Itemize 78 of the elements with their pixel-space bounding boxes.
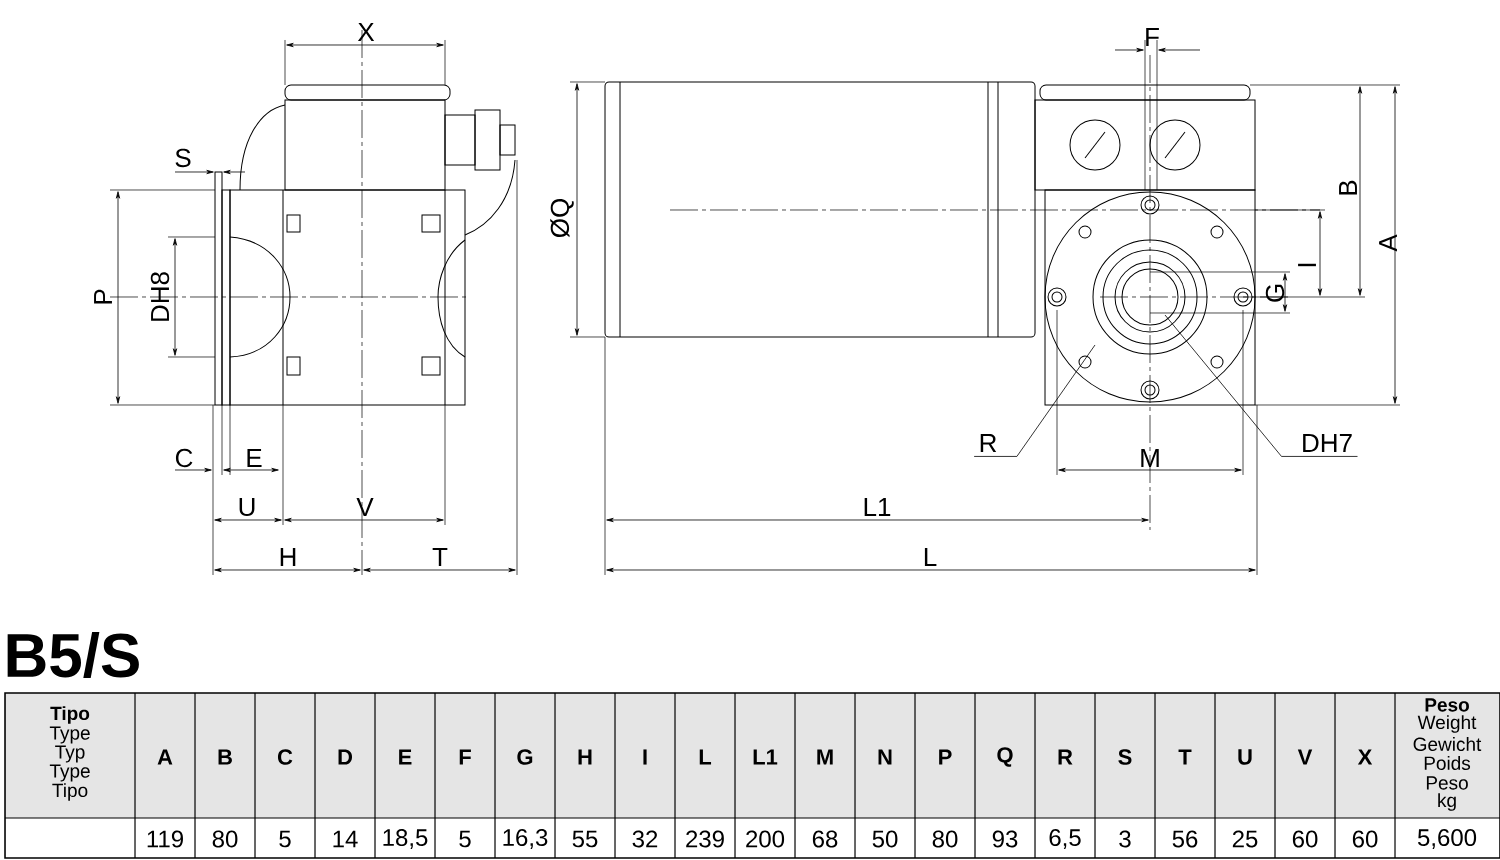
table-header: V bbox=[1297, 749, 1313, 765]
dimension-label: P bbox=[94, 289, 112, 304]
leader-line bbox=[1164, 314, 1358, 457]
table-header: U bbox=[1238, 749, 1252, 765]
table-header: Type bbox=[49, 764, 90, 782]
dimension-label: DH7 bbox=[1303, 434, 1352, 452]
table-header: L bbox=[699, 749, 712, 765]
table-header: E bbox=[399, 749, 412, 765]
table-cell: 25 bbox=[1232, 830, 1258, 848]
dimension-label: B bbox=[1339, 180, 1357, 195]
dimension-label: E bbox=[247, 449, 262, 467]
table-header: Gewicht bbox=[1413, 737, 1482, 751]
dimension-label: S bbox=[175, 148, 191, 168]
table-cell: 6,5 bbox=[1049, 829, 1081, 849]
dimension-label: F bbox=[1146, 28, 1159, 46]
heading: B5/S bbox=[7, 631, 139, 679]
table-header: Tipo bbox=[52, 783, 88, 801]
dimension-label: I bbox=[1298, 263, 1316, 267]
dimension-label: H bbox=[280, 548, 296, 566]
table-header: A bbox=[157, 749, 173, 765]
table-cell: 93 bbox=[992, 830, 1018, 848]
table-cell: 18,5 bbox=[383, 829, 428, 849]
leader-line bbox=[973, 344, 1096, 457]
table-cell: 239 bbox=[686, 830, 724, 848]
dimension-label: L bbox=[924, 548, 937, 566]
table-header: C bbox=[277, 749, 293, 765]
dimension-label: DH8 bbox=[150, 272, 170, 321]
table-header: D bbox=[338, 749, 353, 765]
table-header: Peso bbox=[1426, 776, 1468, 790]
dimension-label: U bbox=[239, 497, 255, 517]
table-cell: 50 bbox=[872, 830, 898, 848]
table-cell: 55 bbox=[572, 830, 598, 848]
dimension-label: G bbox=[1265, 284, 1285, 302]
table-cell: 5 bbox=[459, 830, 471, 848]
table-header: T bbox=[1178, 749, 1192, 765]
table-cell: 68 bbox=[812, 830, 838, 848]
table-cell: 56 bbox=[1172, 830, 1198, 848]
table-header: B bbox=[218, 749, 232, 765]
table-header: P bbox=[939, 749, 952, 765]
table-header: N bbox=[878, 749, 892, 765]
table-cell: 5 bbox=[279, 830, 291, 848]
dimension-label: X bbox=[357, 23, 375, 41]
table-header: Typ bbox=[55, 745, 85, 763]
table-cell: 3 bbox=[1119, 830, 1131, 848]
table-cell: 80 bbox=[212, 830, 238, 848]
table-header: R bbox=[1058, 749, 1073, 765]
dimension-label: L1 bbox=[864, 498, 891, 516]
dimension-label: C bbox=[175, 448, 193, 468]
table-cell: 16,3 bbox=[503, 829, 548, 849]
table-header: Weight bbox=[1417, 715, 1477, 733]
table-header: F bbox=[459, 749, 471, 765]
table-cell: 5,600 bbox=[1417, 829, 1477, 849]
table-header: H bbox=[578, 749, 592, 765]
table-header: Tipo bbox=[50, 706, 90, 724]
table-header: kg bbox=[1438, 793, 1456, 811]
table-cell: 119 bbox=[147, 830, 183, 848]
dimension-label: A bbox=[1379, 234, 1397, 252]
table-cell: 200 bbox=[746, 830, 785, 848]
dimension-label: ØQ bbox=[550, 199, 574, 238]
table-header: G bbox=[517, 749, 533, 765]
table-header: X bbox=[1357, 749, 1373, 765]
table-cell: 60 bbox=[1352, 830, 1378, 848]
table-cell: 14 bbox=[333, 830, 358, 848]
table-header: S bbox=[1118, 749, 1132, 765]
dimension-label: T bbox=[432, 548, 448, 566]
table-cell: 32 bbox=[632, 830, 658, 848]
dimension-label: M bbox=[1141, 449, 1159, 467]
table-cell: 60 bbox=[1292, 830, 1318, 848]
dimension-label: V bbox=[356, 498, 374, 516]
table-header: Poids bbox=[1424, 756, 1471, 770]
table-header: L1 bbox=[753, 749, 778, 765]
table-header: Type bbox=[49, 726, 90, 744]
table-header: Peso bbox=[1425, 698, 1469, 712]
table-header: Q bbox=[997, 747, 1013, 767]
table-header: M bbox=[817, 749, 833, 765]
table-header: I bbox=[643, 749, 647, 765]
table-cell: 80 bbox=[932, 830, 958, 848]
dimension-label: R bbox=[980, 434, 997, 452]
